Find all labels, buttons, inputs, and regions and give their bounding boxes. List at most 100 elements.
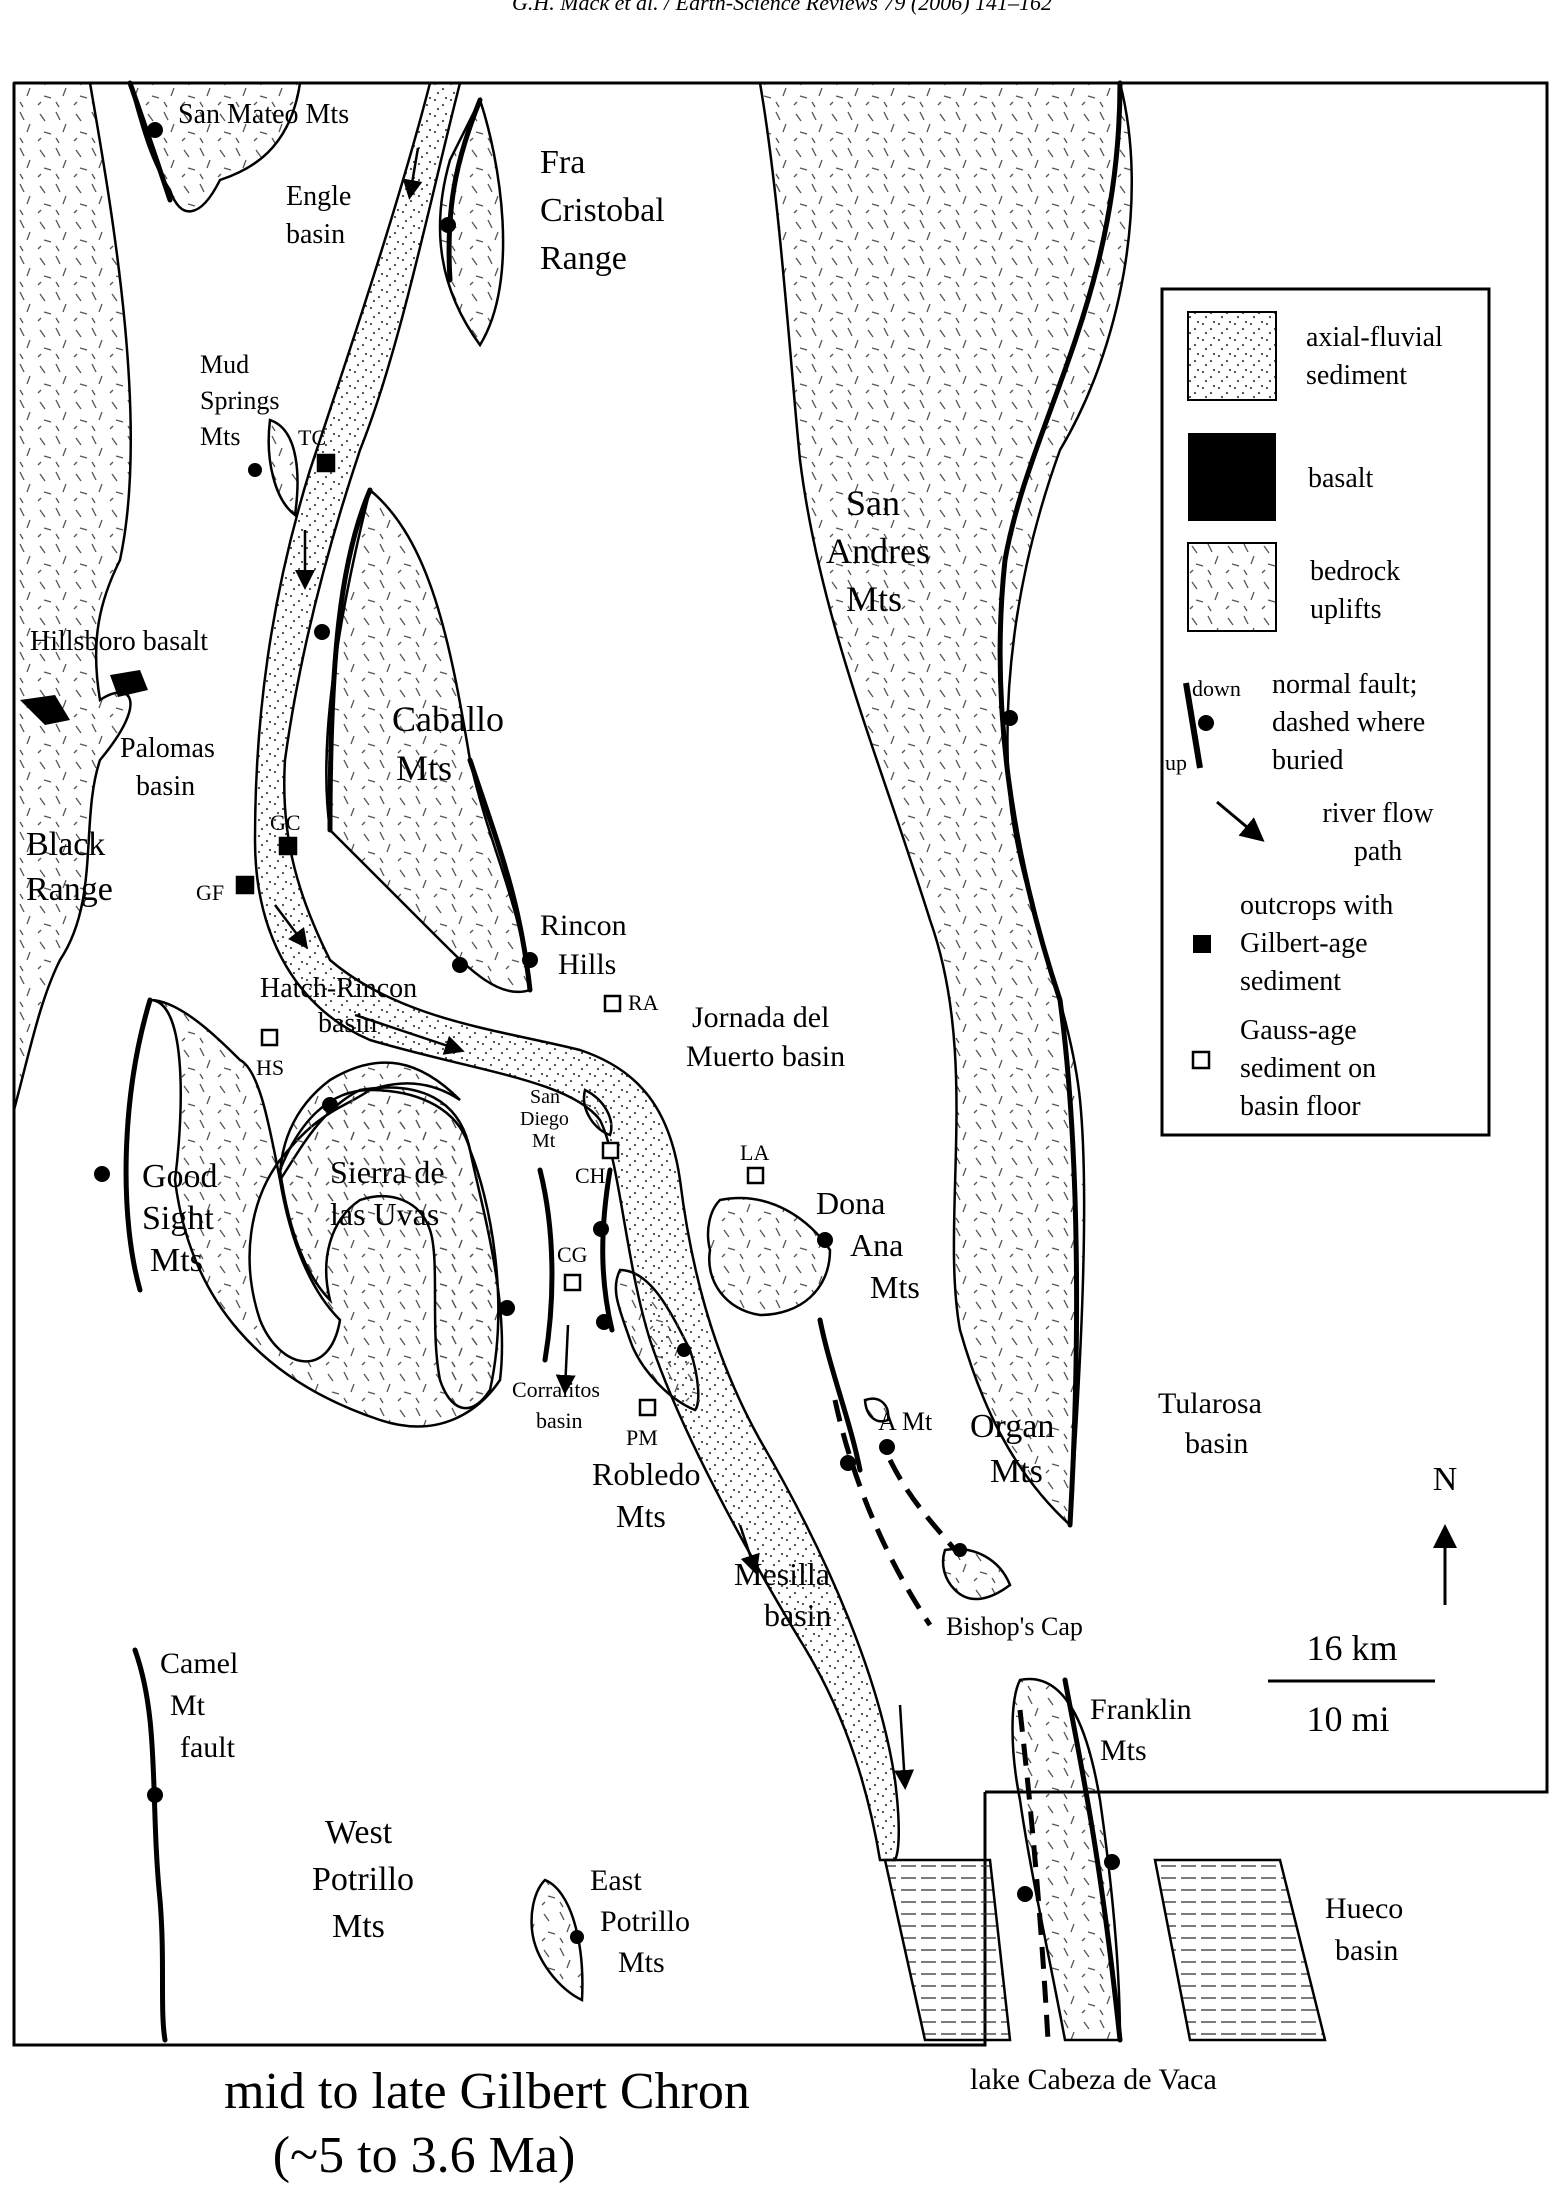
label-camel-mt: Camel — [160, 1647, 238, 1680]
fra-cristobal-uplift — [438, 96, 505, 348]
caballo-uplift — [325, 487, 532, 994]
svg-text:Mts: Mts — [616, 1498, 666, 1534]
sample-sites — [235, 453, 765, 1417]
svg-text:A Mt: A Mt — [878, 1407, 933, 1436]
svg-text:basin: basin — [1185, 1427, 1248, 1460]
legend: axial-fluvial sediment basalt bedrock up… — [1160, 287, 1491, 1137]
running-header: G.H. Mack et al. / Earth-Science Reviews… — [512, 0, 1052, 15]
svg-text:dashed where: dashed where — [1272, 707, 1425, 738]
svg-text:Mts: Mts — [870, 1269, 920, 1305]
legend-basalt-swatch — [1188, 433, 1276, 521]
label-fra-cristobal: Fra — [540, 144, 585, 181]
svg-text:Hills: Hills — [558, 948, 616, 981]
label-mesilla: Mesilla — [734, 1556, 830, 1592]
svg-text:PM: PM — [626, 1425, 658, 1450]
svg-text:Mts: Mts — [200, 422, 240, 451]
svg-text:CG: CG — [557, 1242, 588, 1267]
legend-gilbert-swatch — [1193, 935, 1211, 953]
svg-text:Mts: Mts — [332, 1908, 385, 1945]
dona-ana-uplift — [706, 1196, 832, 1317]
svg-text:Palomas: Palomas — [120, 733, 215, 764]
hillsboro-basalt — [20, 695, 70, 725]
site-tc-gilbert — [316, 453, 336, 473]
svg-text:basin floor: basin floor — [1240, 1091, 1361, 1122]
svg-text:bedrock: bedrock — [1310, 556, 1400, 587]
label-robledo: Robledo — [592, 1456, 700, 1492]
svg-text:sediment: sediment — [1240, 966, 1341, 997]
label-organ: Organ — [970, 1408, 1054, 1445]
svg-text:Mts: Mts — [846, 579, 902, 619]
svg-text:Andres: Andres — [826, 531, 930, 571]
scale-bar: 16 km 10 mi — [1268, 1628, 1435, 1739]
site-gc-gilbert — [278, 836, 298, 856]
svg-text:Mts: Mts — [618, 1946, 665, 1979]
svg-text:outcrops with: outcrops with — [1240, 890, 1393, 921]
site-pm-gauss — [638, 1398, 657, 1417]
label-franklin: Franklin — [1090, 1693, 1192, 1726]
north-arrow: N — [1433, 1461, 1458, 1605]
svg-text:basin: basin — [318, 1008, 377, 1039]
san-mateo-uplift — [128, 81, 302, 213]
western-uplift — [12, 81, 133, 1111]
north-label: N — [1433, 1461, 1458, 1498]
label-good-sight: Good — [142, 1158, 218, 1195]
svg-text:Corralitos: Corralitos — [512, 1377, 600, 1402]
site-gf-gilbert — [235, 875, 255, 895]
svg-text:Muerto basin: Muerto basin — [686, 1040, 845, 1073]
label-east-potrillo: East — [590, 1864, 642, 1897]
scale-km-label: 16 km — [1306, 1628, 1397, 1668]
caption-line-1: mid to late Gilbert Chron — [224, 2063, 750, 2120]
axial-fluvial-channel — [253, 81, 900, 1862]
svg-text:Sight: Sight — [142, 1200, 214, 1237]
svg-text:river flow: river flow — [1322, 798, 1434, 829]
svg-text:CH: CH — [575, 1163, 606, 1188]
site-hs-gauss — [260, 1028, 279, 1047]
svg-text:path: path — [1354, 836, 1402, 867]
hillsboro-basalt-2 — [110, 670, 148, 697]
a-mt-uplift — [863, 1397, 890, 1423]
svg-text:up: up — [1165, 750, 1187, 775]
buried-faults — [832, 1399, 1051, 2041]
svg-text:Mts: Mts — [396, 748, 452, 788]
map-labels: San Mateo Mts Engle basin Fra Cristobal … — [26, 99, 1403, 2096]
svg-text:Mt: Mt — [532, 1130, 556, 1152]
lake-cabeza-de-vaca — [883, 1858, 1012, 2042]
label-hueco: Hueco — [1325, 1892, 1403, 1925]
legend-bedrock-swatch — [1187, 542, 1277, 632]
svg-text:buried: buried — [1272, 745, 1344, 776]
site-cg-gauss — [563, 1273, 582, 1292]
east-potrillo-uplift — [530, 1878, 584, 2002]
bishops-cap-uplift — [941, 1547, 1012, 1601]
svg-text:Gauss-age: Gauss-age — [1240, 1015, 1357, 1046]
svg-text:Diego: Diego — [520, 1108, 569, 1130]
sierra-de-las-uvas-uplift — [278, 1088, 500, 1410]
svg-text:Hatch-Rincon: Hatch-Rincon — [260, 973, 417, 1004]
svg-text:basin: basin — [1335, 1934, 1398, 1967]
label-hillsboro: Hillsboro basalt — [30, 626, 208, 657]
svg-text:down: down — [1192, 676, 1241, 701]
site-ch-gauss — [601, 1141, 620, 1160]
svg-text:Engle: Engle — [286, 181, 351, 212]
svg-text:San: San — [530, 1086, 560, 1108]
svg-text:Potrillo: Potrillo — [312, 1861, 414, 1898]
svg-text:Mud: Mud — [200, 350, 249, 379]
svg-text:GC: GC — [270, 810, 301, 835]
svg-text:Cristobal: Cristobal — [540, 192, 665, 229]
label-west-potrillo: West — [325, 1814, 393, 1851]
svg-text:TC: TC — [298, 425, 326, 450]
mud-springs-uplift — [267, 418, 299, 518]
hueco-lake-deposits — [1153, 1858, 1327, 2042]
svg-text:Springs: Springs — [200, 386, 279, 415]
svg-text:Rincon: Rincon — [540, 909, 627, 942]
label-lake-cabeza: lake Cabeza de Vaca — [970, 2063, 1217, 2096]
svg-text:basin: basin — [136, 771, 195, 802]
svg-text:Bishop's Cap: Bishop's Cap — [946, 1612, 1083, 1641]
svg-text:las Uvas: las Uvas — [330, 1196, 439, 1232]
svg-text:LA: LA — [740, 1140, 769, 1165]
label-uvas: Sierra de — [330, 1154, 445, 1190]
fault-downthrown-balls — [94, 122, 1120, 1944]
river-flow-arrows — [274, 147, 915, 1790]
svg-text:Potrillo: Potrillo — [600, 1905, 690, 1938]
label-caballo: Caballo — [392, 699, 504, 739]
